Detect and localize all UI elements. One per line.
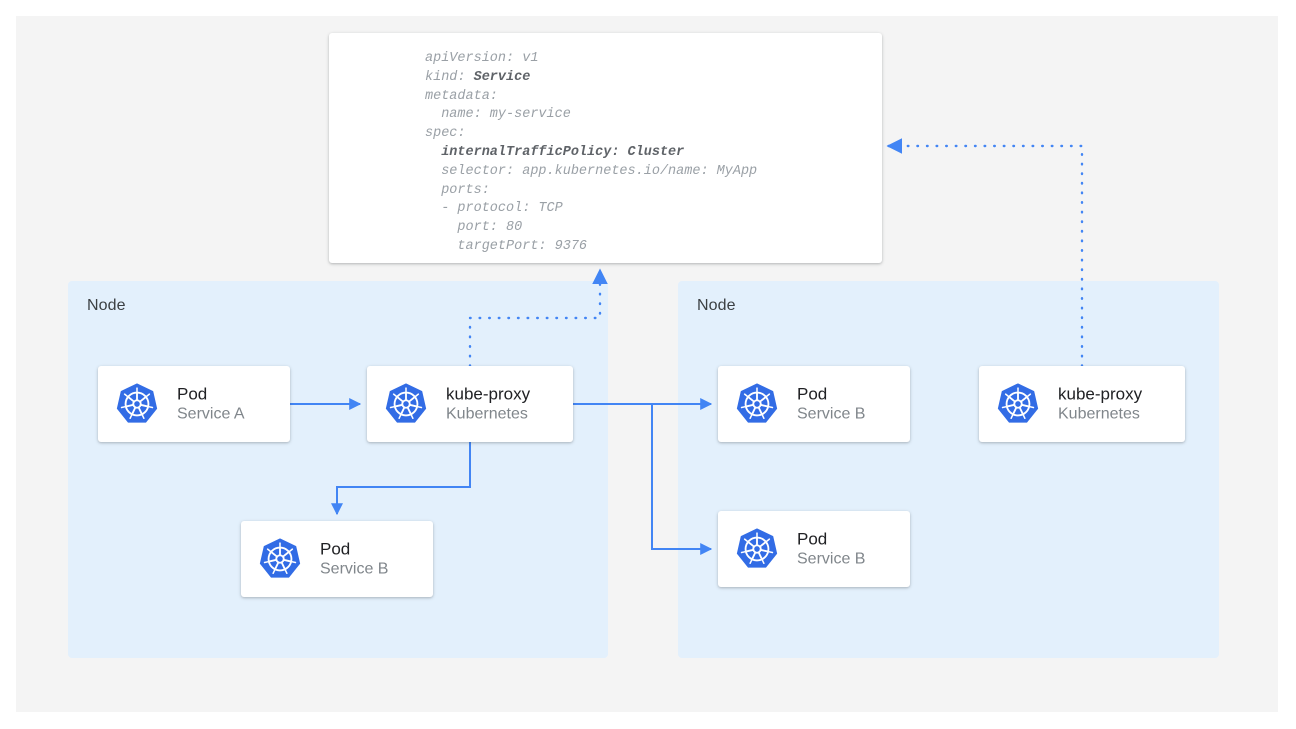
card-kube-proxy-left[interactable]: kube-proxy Kubernetes (367, 366, 573, 442)
kubernetes-icon (996, 382, 1040, 426)
card-subtitle: Service A (177, 405, 245, 423)
service-manifest-panel: apiVersion: v1 kind: Service metadata: n… (329, 33, 882, 263)
service-manifest-code: apiVersion: v1 kind: Service metadata: n… (425, 51, 758, 254)
card-subtitle: Service B (320, 560, 389, 578)
card-pod-service-b-right-top[interactable]: Pod Service B (718, 366, 910, 442)
card-title: Pod (797, 384, 828, 404)
card-subtitle: Kubernetes (446, 405, 528, 423)
node-label-right: Node (697, 297, 736, 314)
card-pod-service-b-left[interactable]: Pod Service B (241, 521, 433, 597)
card-title: Pod (797, 529, 828, 549)
card-pod-service-a[interactable]: Pod Service A (98, 366, 290, 442)
kubernetes-icon (735, 382, 779, 426)
kubernetes-icon (384, 382, 428, 426)
kubernetes-icon (115, 382, 159, 426)
node-container-right: Node (678, 281, 1219, 658)
node-container-left: Node (68, 281, 608, 658)
kubernetes-icon (258, 537, 302, 581)
card-subtitle: Kubernetes (1058, 405, 1140, 423)
card-subtitle: Service B (797, 405, 866, 423)
diagram-canvas: Node Node apiVersion: v1 kind: Service m… (16, 16, 1278, 712)
card-title: Pod (320, 539, 351, 559)
card-title: kube-proxy (1058, 384, 1143, 404)
card-subtitle: Service B (797, 550, 866, 568)
card-title: kube-proxy (446, 384, 531, 404)
card-pod-service-b-right-bottom[interactable]: Pod Service B (718, 511, 910, 587)
node-label-left: Node (87, 297, 126, 314)
kubernetes-icon (735, 527, 779, 571)
card-title: Pod (177, 384, 208, 404)
card-kube-proxy-right[interactable]: kube-proxy Kubernetes (979, 366, 1185, 442)
